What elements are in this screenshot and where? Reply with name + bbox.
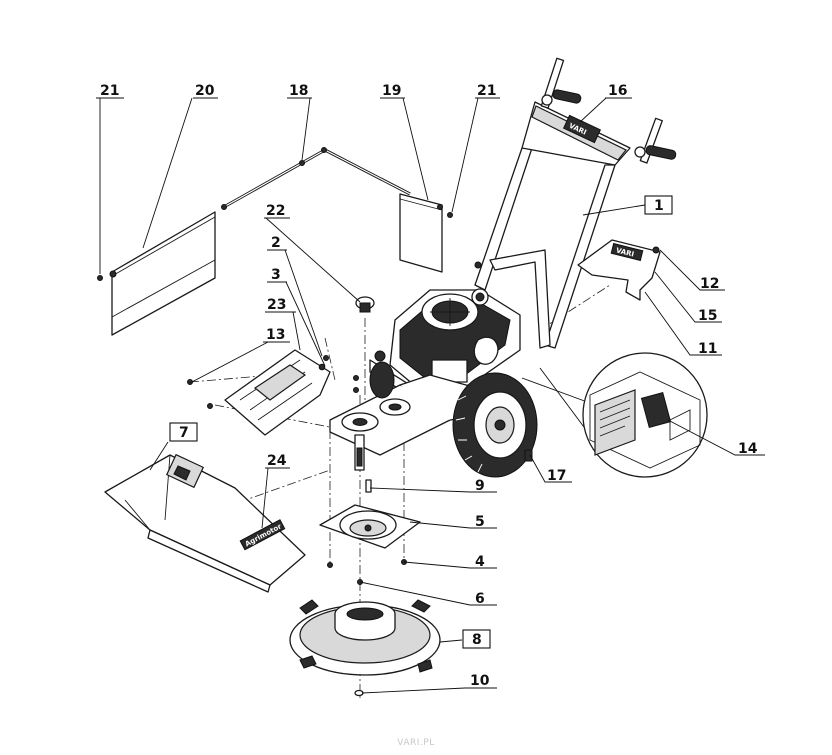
- label-1-box: [644, 195, 673, 215]
- hardware: [327, 296, 533, 697]
- label-17: 17: [547, 468, 566, 484]
- label-7-box: [169, 422, 198, 442]
- label-13: 13: [266, 327, 285, 343]
- flap-rod: [221, 147, 411, 210]
- label-8: 8: [472, 632, 482, 648]
- label-11: 11: [698, 341, 717, 357]
- detail-callout: [521, 352, 708, 478]
- label-19: 19: [382, 83, 401, 99]
- label-8-box: [462, 629, 491, 649]
- engine: [369, 288, 521, 396]
- label-21-right: 21: [477, 83, 496, 99]
- label-23: 23: [267, 297, 286, 313]
- guard-bolts: [187, 379, 213, 409]
- handlebar: VARI: [474, 57, 677, 349]
- leader-lines: [96, 97, 765, 694]
- blade-guard: [224, 349, 331, 436]
- right-flap: [399, 193, 443, 273]
- cutting-disc: [289, 599, 441, 676]
- label-2: 2: [271, 235, 281, 251]
- blade-holder: [319, 504, 421, 549]
- label-7: 7: [179, 425, 189, 441]
- label-14: 14: [738, 441, 758, 457]
- label-10: 10: [470, 673, 490, 689]
- rear-cover: VARI: [577, 239, 661, 301]
- label-20: 20: [195, 83, 215, 99]
- label-21-left: 21: [100, 83, 119, 99]
- left-flap: [109, 211, 216, 336]
- label-3: 3: [271, 267, 281, 283]
- watermark: VARI.PL: [397, 738, 435, 748]
- label-16: 16: [608, 83, 627, 99]
- label-1: 1: [654, 198, 664, 214]
- label-22: 22: [266, 203, 285, 219]
- label-24: 24: [267, 453, 287, 469]
- label-18: 18: [289, 83, 308, 99]
- part-labels: 21 20 18 19 21 16 1 22 2 3 23 13 12 15 1…: [100, 83, 758, 689]
- label-6: 6: [475, 591, 485, 607]
- cutting-deck: Agrimotor: [104, 453, 306, 593]
- label-4: 4: [475, 554, 485, 570]
- label-12: 12: [700, 276, 719, 292]
- flap-bolts: [97, 212, 453, 281]
- label-15: 15: [698, 308, 717, 324]
- label-9: 9: [475, 478, 485, 494]
- label-5: 5: [475, 514, 485, 530]
- wheel: [369, 361, 538, 478]
